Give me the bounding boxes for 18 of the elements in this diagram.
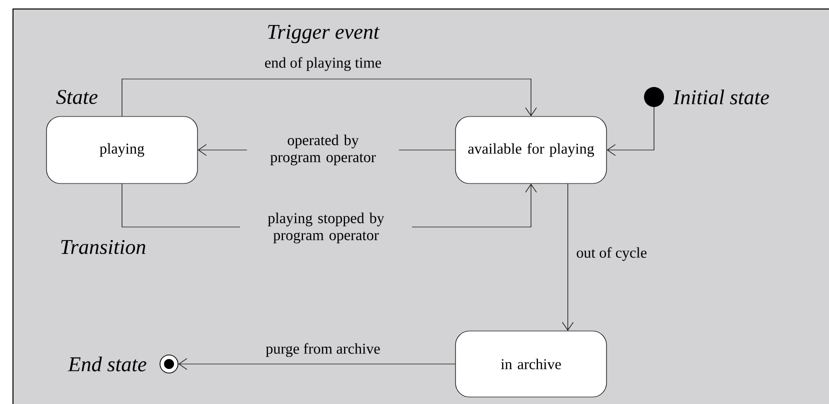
edge-label: playing stopped by program operator [240,212,412,244]
transition-arrow [606,106,654,156]
initial-state-dot [644,87,664,107]
end-state-symbol [160,354,178,374]
edge-label: purge from archive [264,342,382,358]
state-box: playing [46,116,198,184]
transition-arrow [562,184,574,331]
edge-label: out of cycle [575,246,648,262]
annotation-label: Initial state [673,90,769,104]
state-box: available for playing [455,116,607,184]
edge-label: end of playing time [263,56,383,72]
transition-arrow [178,358,456,370]
state-box: in archive [455,330,607,398]
annotation-label: Transition [61,240,146,254]
annotation-label: Trigger event [268,24,380,44]
annotation-label: End state [68,356,146,372]
edge-label: operated by program operator [247,134,399,166]
transition-arrow [122,78,537,116]
